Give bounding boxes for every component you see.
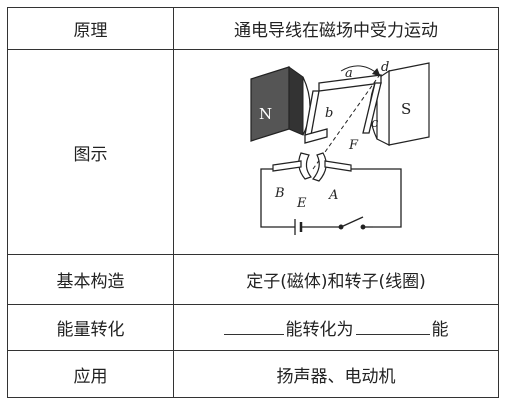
label-diagram: 图示 xyxy=(7,49,174,255)
label-d: d xyxy=(381,60,389,75)
value-principle: 通电导线在磁场中受力运动 xyxy=(173,7,499,50)
pole-s-label: S xyxy=(401,100,411,118)
value-structure: 定子(磁体)和转子(线圈) xyxy=(173,254,499,305)
magnet-n xyxy=(250,66,311,142)
label-structure: 基本构造 xyxy=(7,254,174,305)
value-application: 扬声器、电动机 xyxy=(173,350,499,398)
value-energy: 能转化为 能 xyxy=(173,304,499,351)
label-A: A xyxy=(328,188,338,203)
label-E: E xyxy=(296,196,307,211)
diagram-cell: N S xyxy=(173,49,499,255)
row-principle: 原理 通电导线在磁场中受力运动 xyxy=(7,7,499,50)
motor-diagram: N S xyxy=(250,60,430,235)
label-b: b xyxy=(325,106,333,121)
energy-end: 能 xyxy=(431,320,449,340)
row-energy: 能量转化 能转化为 能 xyxy=(7,304,499,351)
row-diagram: 图示 N S xyxy=(7,49,499,255)
label-principle: 原理 xyxy=(7,7,174,50)
pole-n-label: N xyxy=(259,105,272,123)
circuit xyxy=(260,168,402,235)
label-application: 应用 xyxy=(7,350,174,398)
rotation-arrow xyxy=(340,65,381,77)
row-structure: 基本构造 定子(磁体)和转子(线圈) xyxy=(7,254,499,305)
blank-1 xyxy=(223,333,284,335)
label-F: F xyxy=(348,138,359,153)
label-energy: 能量转化 xyxy=(7,304,174,351)
label-c: c xyxy=(371,116,379,131)
energy-middle: 能转化为 xyxy=(285,320,354,340)
label-a: a xyxy=(345,66,353,81)
commutator xyxy=(272,152,352,182)
row-application: 应用 扬声器、电动机 xyxy=(7,350,499,398)
blank-2 xyxy=(355,333,430,335)
rotation-axis xyxy=(312,72,382,170)
label-B: B xyxy=(274,186,285,201)
coil xyxy=(304,74,382,144)
motor-principle-table: 原理 通电导线在磁场中受力运动 图示 N S xyxy=(7,7,499,398)
